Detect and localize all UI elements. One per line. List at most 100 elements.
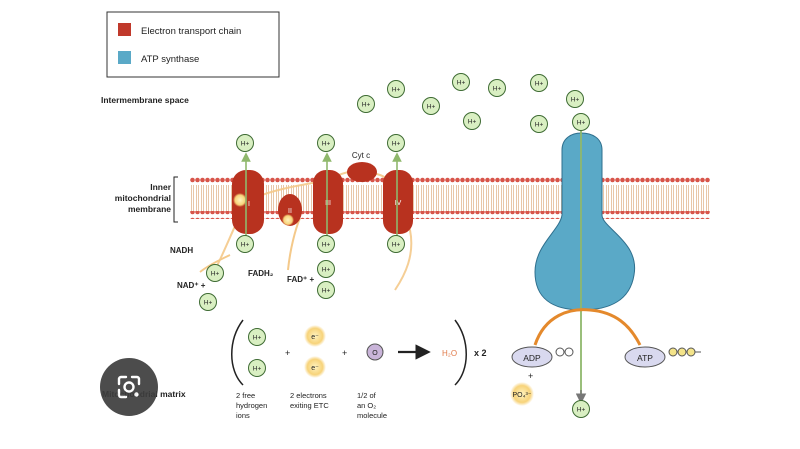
atp-synthesis-arc <box>533 308 642 346</box>
fadh2-label: FADH₂ <box>248 269 274 278</box>
h-ion: H+ <box>387 80 405 98</box>
h-ion-label: H+ <box>392 141 401 148</box>
h-ion-label: H+ <box>392 242 401 249</box>
legend-swatch-etc <box>118 23 131 36</box>
electron-path-fadh2 <box>287 217 301 271</box>
legend-label-etc: Electron transport chain <box>141 26 241 37</box>
h-ion: H+ <box>488 79 506 97</box>
eq-plus-2: + <box>342 348 347 358</box>
half-o2-line-3: molecule <box>357 411 387 420</box>
atp-molecule: ATP <box>624 346 701 368</box>
h-ion-label: H+ <box>241 141 250 148</box>
h-ion-label: H+ <box>253 366 262 373</box>
h-ion-label: H+ <box>322 242 331 249</box>
h-ion-label: H+ <box>577 407 586 414</box>
complex-iv-label: IV <box>395 200 402 207</box>
cytochrome-c: Cyt c <box>347 151 377 182</box>
electron-2-label: e⁻ <box>311 365 319 372</box>
h-ion: H+ <box>317 235 335 253</box>
h-ion-label: H+ <box>427 104 436 111</box>
h-ion: H+ <box>357 95 375 113</box>
oxygen-atom <box>366 343 384 361</box>
h-ion-label: H+ <box>468 119 477 126</box>
adp-molecule: ADP <box>511 346 574 368</box>
inner-membrane-line-2: mitochondrial <box>115 193 171 203</box>
free-h-line-2: hydrogen <box>236 401 267 410</box>
fad-label: FAD⁺ + <box>287 275 314 284</box>
h-ion: H+ <box>317 281 335 299</box>
cytc-label: Cyt c <box>352 151 370 160</box>
h-ion: H+ <box>572 113 590 131</box>
complex-iii: III <box>313 170 343 234</box>
hydrogen-ions: H+ H+ H+ H+ H+ H+ H+ H+ H+ H+ H+ H+ H+ H+ H+ H+ H+ H+ H+ H+… <box>199 73 590 418</box>
h-ion-label: H+ <box>322 141 331 148</box>
legend-swatch-atp-synthase <box>118 51 131 64</box>
legend-label-atp-synthase: ATP synthase <box>141 54 199 65</box>
water-label: H₂O <box>442 349 457 358</box>
h-ion: H+ <box>387 134 405 152</box>
h-ion: H+ <box>206 264 224 282</box>
h-ion-label: H+ <box>241 242 250 249</box>
h-ion: H+ <box>317 134 335 152</box>
inner-membrane-line-3: membrane <box>128 204 171 214</box>
h-ion-label: H+ <box>535 122 544 129</box>
h-ion-label: H+ <box>493 86 502 93</box>
half-o2-line-1: 1/2 of <box>357 391 377 400</box>
h-ion: H+ <box>530 74 548 92</box>
atp-synthase <box>534 124 636 404</box>
electron-1-label: e⁻ <box>311 334 319 341</box>
h-ion-label: H+ <box>211 271 220 278</box>
complex-i-label: I <box>248 201 250 208</box>
h-ion: H+ <box>530 115 548 133</box>
h-ion-label: H+ <box>457 80 466 87</box>
inner-membrane <box>190 177 710 219</box>
inner-membrane-label: Inner mitochondrial membrane <box>115 182 172 214</box>
half-o2-line-2: an O₂ <box>357 401 376 410</box>
complex-i: I <box>232 170 264 234</box>
electron-2 <box>304 356 326 378</box>
electron-1 <box>304 325 326 347</box>
h-ion: H+ <box>199 293 217 311</box>
electrons-line-2: exiting ETC <box>290 401 329 410</box>
h-ion: H+ <box>572 400 590 418</box>
adp-plus: + <box>528 371 533 381</box>
oxygen-label: O <box>372 350 378 357</box>
h-ion-label: H+ <box>362 102 371 109</box>
h-ion: H+ <box>236 235 254 253</box>
h-ion: H+ <box>422 97 440 115</box>
image-search-button[interactable] <box>100 358 158 416</box>
h-ion: H+ <box>236 134 254 152</box>
h-ion: H+ <box>452 73 470 91</box>
times-two-label: x 2 <box>474 348 487 358</box>
atp-label: ATP <box>637 353 653 363</box>
image-search-icon <box>117 375 141 399</box>
electrons-line-1: 2 electrons <box>290 391 327 400</box>
h-ion: H+ <box>317 260 335 278</box>
legend: Electron transport chain ATP synthase <box>106 11 280 78</box>
free-h-line-1: 2 free <box>236 391 255 400</box>
h-ion: H+ <box>387 235 405 253</box>
free-h-line-3: ions <box>236 411 250 420</box>
h-ion-label: H+ <box>577 120 586 127</box>
phosphate-label: PO₄³⁻ <box>513 392 532 399</box>
h-ion-label: H+ <box>571 97 580 104</box>
adp-label: ADP <box>523 353 541 363</box>
nad-label: NAD⁺ + <box>177 281 206 290</box>
intermembrane-space-label: Intermembrane space <box>101 95 189 105</box>
complex-iv: IV <box>383 170 413 234</box>
membrane-bracket <box>173 176 178 223</box>
complex-ii-label: II <box>288 208 292 215</box>
phosphate: PO₄³⁻ <box>510 382 534 406</box>
eq-plus-1: + <box>285 348 290 358</box>
h-ion-label: H+ <box>322 288 331 295</box>
water-formation-equation: + + e⁻ e⁻ O H₂O x 2 2 free hydrogen ions… <box>231 319 487 420</box>
h-ion-label: H+ <box>253 335 262 342</box>
inner-membrane-line-1: Inner <box>150 182 171 192</box>
h-ion-label: H+ <box>204 300 213 307</box>
proton-pump-arrows <box>241 152 402 236</box>
complex-ii: II <box>278 194 302 226</box>
electron-path-nadh <box>199 254 231 273</box>
complex-iii-label: III <box>325 200 331 207</box>
h-ion-label: H+ <box>322 267 331 274</box>
